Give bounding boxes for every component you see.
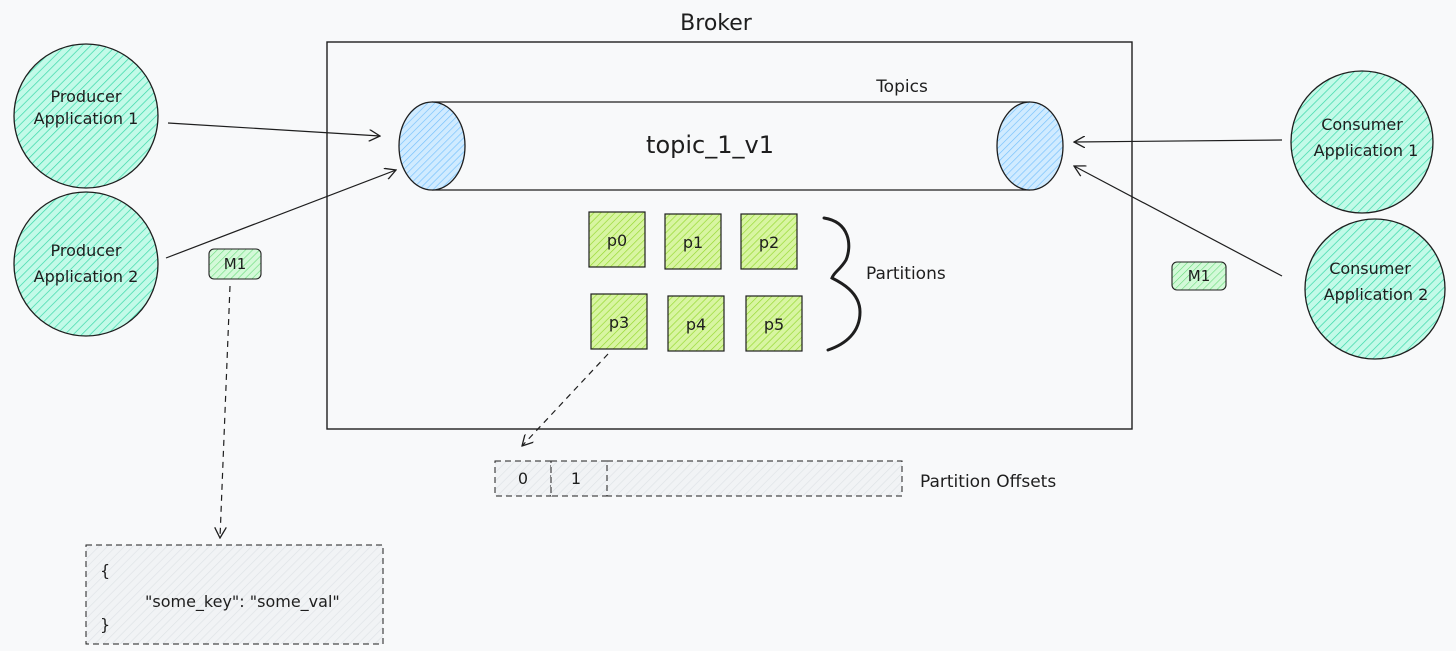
producer-message-badge: M1: [208, 248, 262, 280]
producer-1-line2: Application 1: [34, 109, 139, 128]
offset-value: 1: [571, 469, 581, 488]
producer-2-line1: Producer: [51, 241, 122, 260]
partition-p1: p1: [664, 213, 722, 270]
offset-value: 0: [518, 469, 528, 488]
partition-label: p0: [607, 231, 627, 250]
partition-label: p3: [609, 313, 629, 332]
arrow-m1-to-payload: [220, 285, 231, 538]
payload-box: [85, 544, 384, 645]
producer-2-line2: Application 2: [34, 267, 139, 286]
partition-p4: p4: [667, 295, 725, 352]
partition-p5: p5: [745, 295, 803, 352]
topic-right-end: [996, 101, 1064, 191]
topic-cylinder: Topics topic_1_v1: [398, 77, 1064, 191]
arrow-consumer-2-to-topic: [1074, 166, 1283, 277]
payload-line: "some_key": "some_val": [145, 592, 340, 612]
broker: Broker: [326, 11, 1133, 430]
payload-close-brace: }: [100, 615, 110, 634]
consumer-message-badge: M1: [1171, 261, 1227, 291]
partition-offsets: 0 1 Partition Offsets: [494, 460, 1056, 497]
partitions-label: Partitions: [866, 264, 946, 284]
consumer-2-line1: Consumer: [1329, 259, 1411, 278]
partition-p0: p0: [588, 211, 646, 268]
topic-name: topic_1_v1: [646, 131, 774, 159]
broker-title: Broker: [680, 11, 753, 36]
arrow-p3-to-offsets: [522, 353, 609, 446]
offset-cell-0: [494, 460, 552, 497]
consumer-1-line1: Consumer: [1321, 115, 1403, 134]
broker-box: [326, 41, 1133, 430]
partition-label: p4: [686, 315, 706, 334]
partition-p2: p2: [740, 213, 798, 270]
partition-label: p5: [764, 315, 784, 334]
offset-remaining: [606, 460, 903, 497]
offset-cell-1: [550, 460, 608, 497]
consumer-application-2: Consumer Application 2: [1304, 218, 1446, 360]
message-payload: { "some_key": "some_val" }: [85, 544, 384, 645]
partition-offsets-label: Partition Offsets: [920, 472, 1056, 492]
partitions: p0 p1 p2 p3 p4 p5 Partitions: [588, 211, 946, 352]
message-badge-label: M1: [1188, 267, 1211, 285]
message-badge-label: M1: [224, 255, 247, 273]
producer-1-line1: Producer: [51, 87, 122, 106]
producer-application-2: Producer Application 2: [13, 191, 159, 337]
partition-p3: p3: [590, 293, 648, 350]
arrow-consumer-1-to-topic: [1074, 140, 1283, 142]
consumer-2-line2: Application 2: [1324, 285, 1429, 304]
consumer-application-1: Consumer Application 1: [1290, 70, 1434, 214]
arrow-producer-1-to-topic: [167, 122, 380, 136]
producer-application-1: Producer Application 1: [13, 43, 159, 189]
topic-left-end: [398, 101, 466, 191]
partitions-brace: [822, 216, 862, 352]
partition-label: p1: [683, 233, 703, 252]
flow-arrows: [165, 122, 1283, 538]
consumer-1-line2: Application 1: [1314, 141, 1419, 160]
partition-label: p2: [759, 233, 779, 252]
payload-open-brace: {: [100, 561, 110, 580]
topics-label: Topics: [875, 77, 928, 97]
arrow-producer-2-to-topic: [165, 170, 396, 259]
